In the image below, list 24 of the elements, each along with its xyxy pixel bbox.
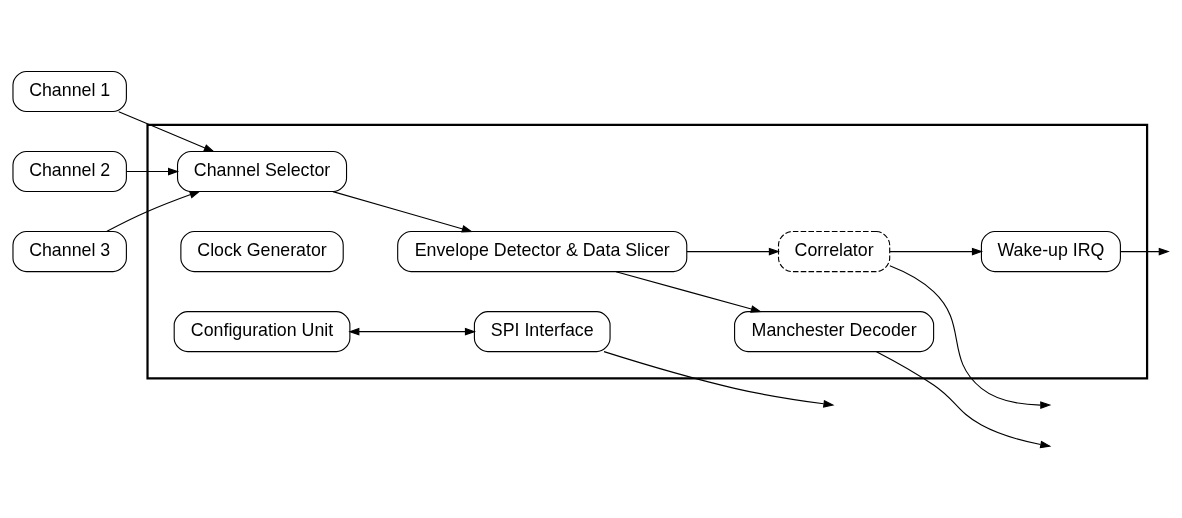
- node-box: Wake-up IRQ: [980, 231, 1121, 273]
- node-box: SPI Interface: [473, 311, 611, 353]
- node-box: Correlator: [777, 231, 891, 273]
- node-box: Envelope Detector & Data Slicer: [397, 231, 688, 273]
- node-box: Configuration Unit: [173, 311, 351, 353]
- arrow: [1120, 247, 1170, 256]
- node-box: Channel 3: [12, 231, 127, 273]
- node-box: Channel Selector: [177, 150, 348, 193]
- arrow: [332, 191, 473, 233]
- arrow: [889, 265, 1052, 410]
- arrow: [348, 327, 477, 336]
- node-box: Manchester Decoder: [734, 311, 935, 353]
- arrow: [603, 351, 835, 408]
- node-box: Clock Generator: [180, 231, 344, 273]
- arrow: [106, 191, 201, 232]
- arrow: [686, 247, 780, 256]
- node-box: Channel 2: [12, 150, 127, 193]
- arrow: [615, 271, 762, 313]
- arrow: [889, 247, 984, 256]
- arrow: [118, 111, 215, 153]
- arrow: [126, 167, 180, 176]
- cluster: [146, 123, 1149, 380]
- arrow: [875, 351, 1052, 449]
- node-box: Channel 1: [12, 70, 127, 113]
